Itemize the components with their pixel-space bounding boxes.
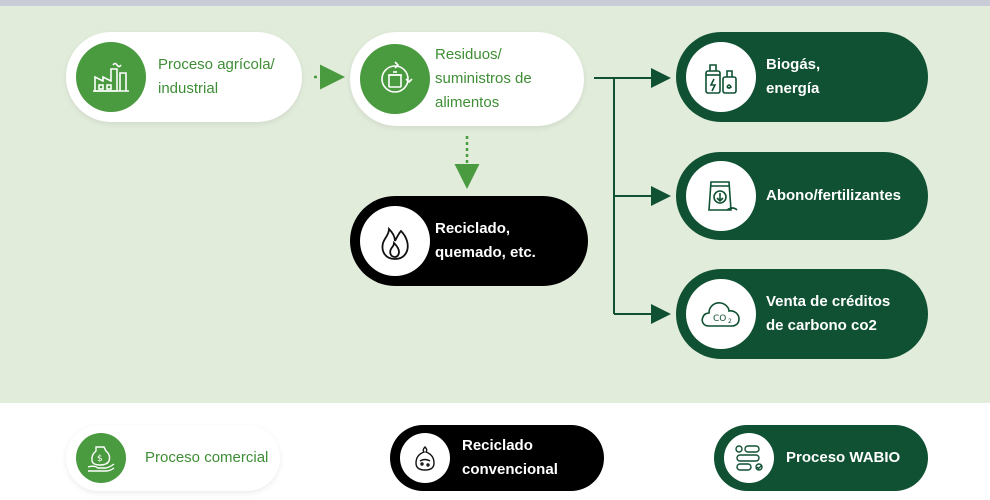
carbon-label-1: Venta de créditos: [766, 293, 891, 310]
money-hand-icon: $: [76, 433, 126, 483]
biogas-plant-icon: [686, 42, 756, 112]
fertilizer-label: Abono/fertilizantes: [766, 187, 902, 204]
legend-conventional-label-1: Reciclado: [462, 437, 533, 454]
legend-conventional: Reciclado convencional: [390, 425, 604, 491]
recycled-label-2: quemado, etc.: [435, 244, 536, 261]
node-biogas-energy: Biogás, energía: [676, 32, 928, 122]
agricultural-label-1: Proceso agrícola/: [158, 56, 275, 73]
recycle-icon: [360, 44, 430, 114]
node-fertilizer: Abono/fertilizantes: [676, 152, 928, 240]
legend-conventional-label-2: convencional: [462, 461, 558, 478]
factory-icon: [76, 42, 146, 112]
node-recycled-burned: Reciclado, quemado, etc.: [350, 196, 588, 286]
waste-bag-icon: [400, 433, 450, 483]
node-agricultural-process: Proceso agrícola/ industrial: [66, 32, 302, 122]
legend-commercial: $ Proceso comercial: [66, 425, 280, 491]
top-bar: [0, 0, 990, 6]
trunk-line: [594, 77, 615, 314]
biogas-label-1: Biogás,: [766, 56, 821, 73]
svg-text:$: $: [97, 454, 103, 464]
recycled-label-1: Reciclado,: [435, 220, 511, 237]
legend-commercial-label: Proceso comercial: [145, 449, 269, 466]
waste-label-1: Residuos/: [435, 46, 502, 63]
node-waste-supplies: Residuos/ suministros de alimentos: [350, 32, 584, 126]
carbon-label-2: de carbono co2: [766, 317, 877, 334]
biogas-label-2: energía: [766, 80, 820, 97]
waste-label-3: alimentos: [435, 94, 500, 111]
fertilizer-bag-icon: [686, 161, 756, 231]
fire-icon: [360, 206, 430, 276]
svg-text:2: 2: [728, 318, 732, 325]
svg-text:CO: CO: [713, 314, 726, 324]
legend-wabio-label: Proceso WABIO: [786, 449, 901, 466]
legend-wabio: Proceso WABIO: [714, 425, 928, 491]
process-flow-icon: [724, 433, 774, 483]
agricultural-label-2: industrial: [158, 80, 219, 97]
waste-label-2: suministros de: [435, 70, 532, 87]
